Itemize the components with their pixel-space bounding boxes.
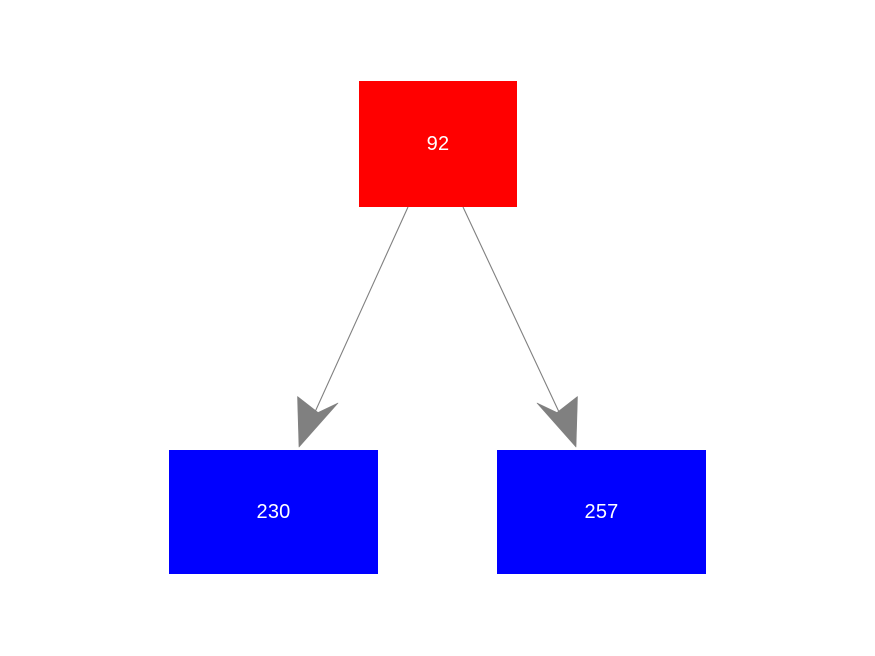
edge-line	[314, 206, 409, 413]
edge-root-to-right	[462, 206, 578, 448]
tree-node-right-child[interactable]: 257	[497, 450, 706, 574]
tree-node-left-child[interactable]: 230	[169, 450, 378, 574]
tree-node-label: 230	[256, 501, 291, 523]
tree-node-label: 257	[584, 501, 619, 523]
arrowhead-icon	[297, 396, 339, 448]
tree-node-label: 92	[426, 133, 450, 155]
edge-root-to-left	[297, 206, 409, 448]
edge-line	[462, 206, 560, 413]
tree-node-root[interactable]: 92	[359, 81, 517, 207]
arrowhead-icon	[536, 396, 578, 448]
